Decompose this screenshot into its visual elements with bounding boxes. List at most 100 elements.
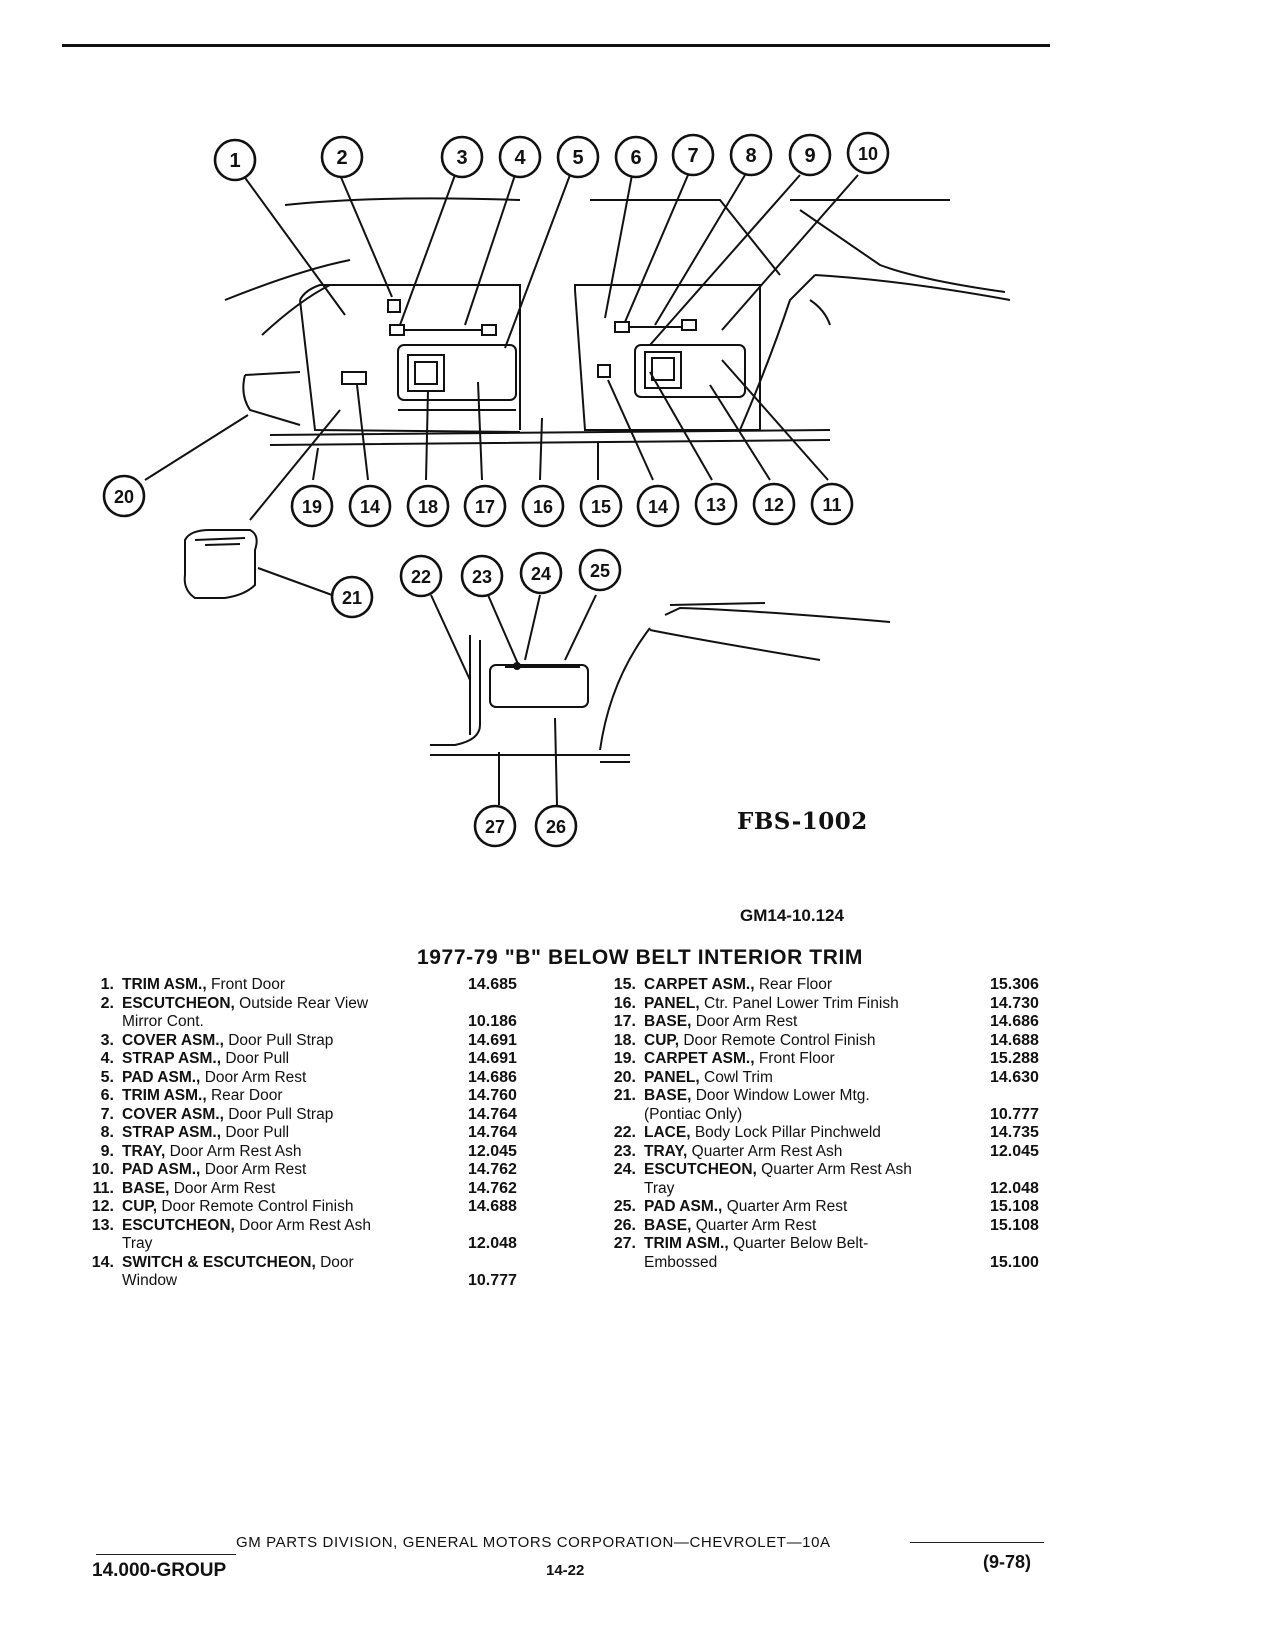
part-description: TRIM ASM., Rear Door — [122, 1087, 442, 1106]
part-number: 21. — [613, 1087, 636, 1104]
part-name: ESCUTCHEON, — [644, 1161, 757, 1178]
svg-text:3: 3 — [456, 147, 467, 169]
callout-11: 11 — [810, 482, 854, 526]
part-name: TRIM ASM., — [122, 1087, 207, 1104]
part-desc: Door Arm Rest — [173, 1179, 276, 1197]
footer-page-number: 14-22 — [546, 1562, 585, 1579]
svg-text:12: 12 — [764, 495, 784, 515]
part-code: 15.108 — [990, 1198, 1039, 1215]
svg-text:13: 13 — [706, 495, 726, 515]
footer-publisher: GM PARTS DIVISION, GENERAL MOTORS CORPOR… — [236, 1534, 831, 1551]
part-desc-cont: Mirror Cont. — [122, 1013, 204, 1030]
part-number: 11. — [92, 1179, 114, 1197]
part-code: 14.688 — [468, 1198, 517, 1215]
part-description: TRIM ASM., Front Door — [122, 976, 442, 995]
part-code: 14.685 — [468, 976, 517, 993]
svg-text:7: 7 — [687, 145, 698, 167]
part-code: 12.048 — [990, 1179, 1039, 1197]
part-desc: Quarter Arm Rest — [726, 1198, 848, 1215]
callout-14b: 14 — [636, 484, 680, 528]
part-description: PANEL, Cowl Trim — [644, 1069, 964, 1088]
part-name: COVER ASM., — [122, 1105, 224, 1123]
part-number: 2. — [100, 994, 114, 1012]
svg-text:20: 20 — [114, 487, 134, 507]
part-desc: Ctr. Panel Lower Trim Finish — [704, 994, 899, 1012]
part-code: 14.691 — [468, 1050, 517, 1067]
front-pillar-line — [261, 284, 331, 336]
part-desc: Door Arm Rest Ash — [239, 1216, 371, 1234]
part-desc-cont: Window — [122, 1272, 178, 1289]
part-desc: Outside Rear View — [239, 994, 369, 1012]
part-number: 25. — [613, 1198, 636, 1215]
page-title: 1977-79 "B" BELOW BELT INTERIOR TRIM — [417, 946, 863, 969]
part-name: ESCUTCHEON, — [122, 994, 235, 1012]
part-name: PAD ASM., — [644, 1198, 723, 1215]
callout-22: 22 — [399, 554, 443, 598]
part-number: 8. — [100, 1124, 114, 1141]
part-desc: Quarter Arm Rest Ash — [691, 1142, 843, 1160]
part-description: CARPET ASM., Front Floor — [644, 1050, 964, 1069]
top-rule — [62, 44, 1050, 47]
part-desc: Door Window Lower Mtg. — [695, 1087, 870, 1104]
footer-rule-left — [96, 1554, 236, 1555]
part-number: 27. — [613, 1235, 636, 1252]
callout-1: 1 — [213, 138, 257, 182]
part-number: 10. — [91, 1161, 114, 1178]
front-door-cup — [407, 354, 445, 392]
part-number: 9. — [100, 1142, 114, 1160]
svg-text:24: 24 — [531, 564, 551, 584]
part-desc: Door Pull Strap — [228, 1031, 334, 1049]
footer-group: 14.000-GROUP — [92, 1560, 227, 1581]
part-desc-cont: Tray — [122, 1235, 153, 1252]
quarter-belt-lines — [649, 602, 891, 661]
part-code: 14.691 — [468, 1031, 517, 1049]
svg-text:17: 17 — [475, 497, 495, 517]
part-code: 14.762 — [468, 1179, 517, 1197]
svg-text:16: 16 — [533, 497, 553, 517]
part-desc: Door — [320, 1253, 354, 1271]
part-description: CARPET ASM., Rear Floor — [644, 976, 964, 995]
callout-6: 6 — [614, 135, 658, 179]
part-number: 20. — [613, 1068, 636, 1086]
svg-text:14: 14 — [648, 497, 668, 517]
callout-13: 13 — [694, 482, 738, 526]
callout-8: 8 — [729, 133, 773, 177]
rear-door-outline — [574, 199, 781, 431]
part-code: 14.730 — [990, 994, 1039, 1012]
part-code: 10.186 — [468, 1013, 517, 1030]
svg-text:23: 23 — [472, 567, 492, 587]
part-description: STRAP ASM., Door Pull — [122, 1050, 442, 1069]
cowl-outline — [242, 371, 301, 426]
callout-18: 18 — [406, 484, 450, 528]
part-code: 14.686 — [990, 1013, 1039, 1030]
part-number: 13. — [91, 1216, 114, 1234]
part-description: TRAY, Quarter Arm Rest Ash — [644, 1143, 964, 1162]
part-desc-cont: (Pontiac Only) — [644, 1105, 743, 1123]
part-description: PAD ASM., Quarter Arm Rest — [644, 1198, 964, 1217]
footer-rule-right — [910, 1542, 1044, 1543]
part-description: BASE, Door Arm Rest — [644, 1013, 964, 1032]
rear-armrest — [634, 344, 746, 398]
part-name: CUP, — [644, 1031, 680, 1049]
part-name: STRAP ASM., — [122, 1050, 222, 1067]
svg-text:10: 10 — [858, 144, 878, 164]
callout-23: 23 — [460, 554, 504, 598]
part-name: COVER ASM., — [122, 1031, 224, 1049]
footer-date: (9-78) — [983, 1552, 1032, 1572]
front-door-lower — [299, 299, 521, 433]
callout-9: 9 — [788, 133, 832, 177]
part-description: COVER ASM., Door Pull Strap — [122, 1032, 442, 1051]
part-description: CUP, Door Remote Control Finish — [644, 1032, 964, 1051]
part-row: 21.BASE, Door Window Lower Mtg.(Pontiac … — [600, 1087, 1070, 1124]
callout-10: 10 — [846, 131, 890, 175]
